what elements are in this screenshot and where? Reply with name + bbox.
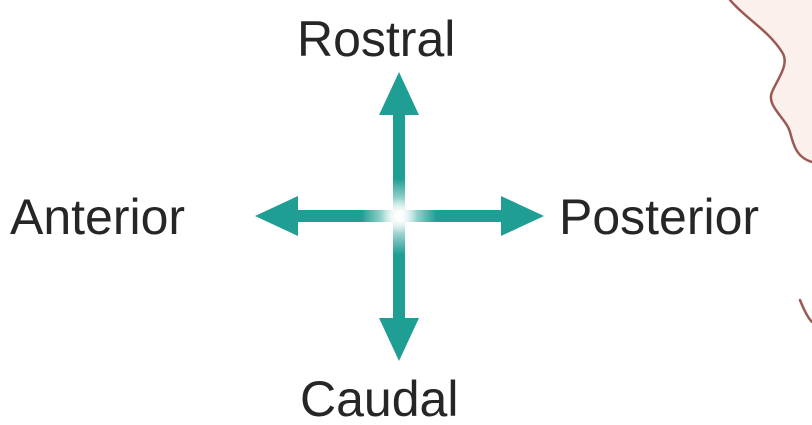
- anterior-arrow-shaft: [292, 210, 399, 222]
- arrow-center-glow: [381, 198, 417, 234]
- posterior-arrow-head: [501, 196, 544, 236]
- head-outline-lower-edge: [798, 298, 812, 324]
- rostral-arrow-shaft: [393, 110, 405, 216]
- head-outline-shape: [730, 0, 812, 162]
- posterior-arrow-shaft: [399, 210, 506, 222]
- caudal-arrow-shaft: [393, 216, 405, 326]
- caudal-arrow-head: [379, 318, 419, 361]
- anterior-label: Anterior: [10, 189, 186, 245]
- rostral-arrow-head: [379, 72, 419, 115]
- posterior-label: Posterior: [559, 189, 760, 245]
- anterior-arrow-head: [255, 196, 298, 236]
- caudal-label: Caudal: [300, 371, 459, 425]
- rostral-label: Rostral: [297, 11, 456, 67]
- head-outline-edge: [728, 0, 812, 164]
